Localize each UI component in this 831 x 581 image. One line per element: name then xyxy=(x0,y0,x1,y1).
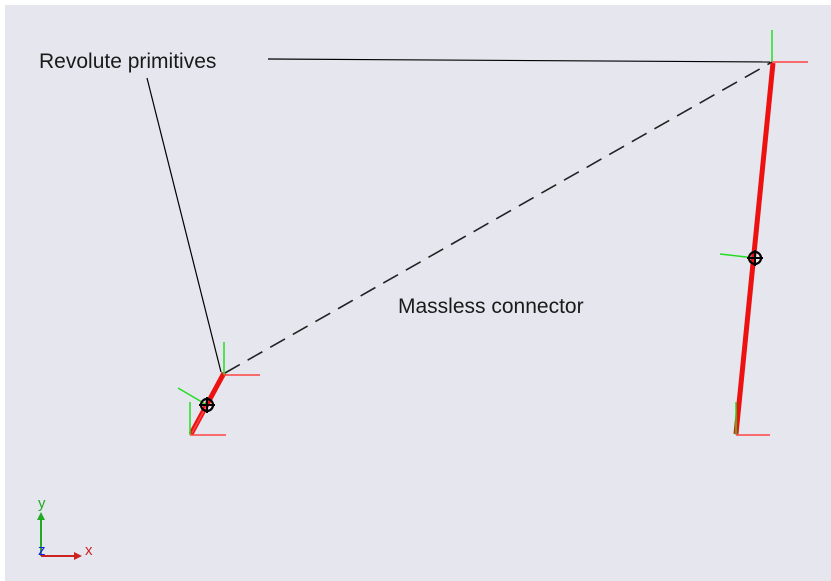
center-of-gravity-icon xyxy=(747,250,763,266)
right-link xyxy=(733,62,776,435)
revolute-primitives-label: Revolute primitives xyxy=(39,50,216,73)
center-of-gravity-icon xyxy=(199,397,215,413)
massless-connector-line xyxy=(224,61,773,374)
triad-z-label: z xyxy=(38,542,46,559)
background-panel xyxy=(5,5,831,581)
triad-x-arrowhead xyxy=(74,552,82,560)
frame-right-base xyxy=(735,402,770,436)
frame-left-base xyxy=(189,402,226,436)
cg-left xyxy=(177,387,215,434)
revolute-leader-line-left xyxy=(146,77,222,373)
revolute-leader-line-right xyxy=(267,58,771,63)
triad-x-label: x xyxy=(85,542,93,559)
triad-y-label: y xyxy=(38,495,46,512)
triad-y-arrowhead xyxy=(37,512,45,520)
massless-connector-label: Massless connector xyxy=(398,295,584,318)
frame-left-revolute xyxy=(223,342,260,376)
axis-triad-icon: y z x xyxy=(37,495,93,560)
frame-top-right xyxy=(771,30,808,63)
cg-right xyxy=(719,250,763,266)
